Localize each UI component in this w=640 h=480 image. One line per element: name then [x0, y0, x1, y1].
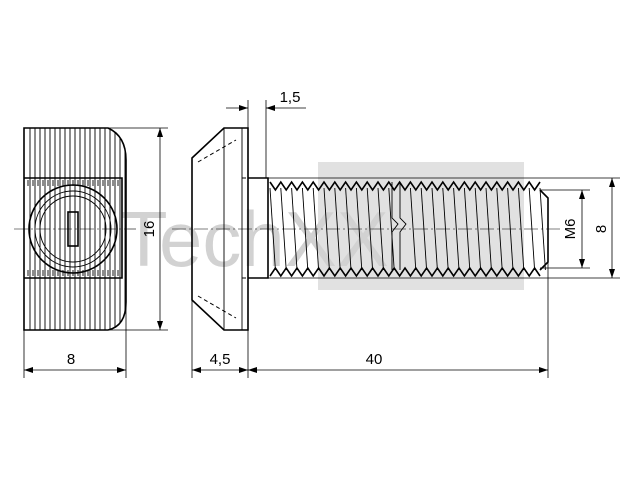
dimension-labels: 8 16 4,5 40 1,5 M6 8: [67, 89, 610, 368]
dimension-lines: [23, 100, 620, 378]
dim-thread-diameter: 8: [593, 225, 610, 233]
bolt-side-view: [172, 127, 560, 331]
hatch-line: [366, 187, 374, 271]
t-nut-view: [14, 127, 136, 331]
hatch-line: [453, 187, 460, 271]
dim-nut-width: 8: [67, 351, 75, 368]
dim-head-thickness: 4,5: [210, 351, 231, 368]
dim-thread-size: M6: [562, 219, 579, 240]
hatch-line: [496, 187, 503, 271]
watermark-text: TechXX: [120, 195, 389, 283]
hatch-line: [517, 187, 525, 271]
thread-crest-bottom: [269, 266, 541, 278]
hatch-line: [474, 187, 482, 271]
dim-head-step: 1,5: [280, 89, 301, 106]
hatch-line: [388, 187, 395, 271]
dim-shank-length: 40: [366, 351, 383, 368]
thread-crest-top: [269, 180, 541, 192]
dim-nut-height: 16: [141, 221, 158, 238]
watermark: TechXX: [120, 162, 524, 290]
hatch-line: [431, 187, 438, 271]
hatch-line: [409, 187, 417, 271]
